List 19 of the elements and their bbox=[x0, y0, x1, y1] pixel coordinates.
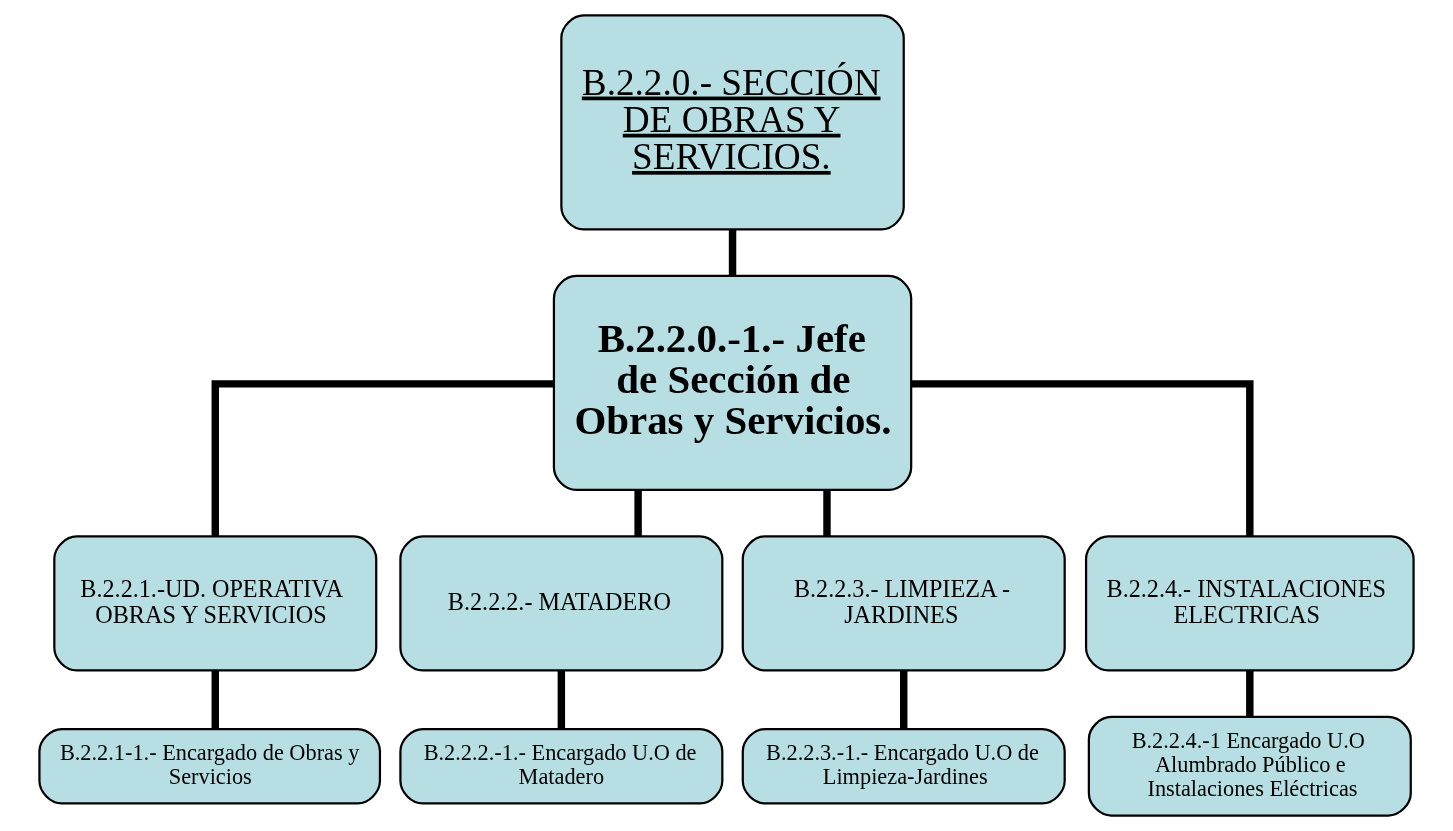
connector bbox=[823, 489, 831, 537]
connector bbox=[634, 489, 642, 537]
node-box: B.2.2.0.-1.- Jefe de Sección de Obras y Servicios. bbox=[552, 274, 913, 492]
connector bbox=[1246, 670, 1254, 717]
node-box: B.2.2.0.- SECCIÓN DE OBRAS Y SERVICIOS. bbox=[560, 14, 905, 231]
node-box: B.2.2.2.-1.- Encargado U.O de Matadero bbox=[399, 727, 724, 805]
connector bbox=[900, 670, 908, 729]
connector bbox=[911, 380, 1254, 537]
node-box: B.2.2.4.-1 Encargado U.O Alumbrado Público e Instalaciones Eléctricas bbox=[1087, 715, 1412, 817]
connector bbox=[211, 380, 554, 537]
connector bbox=[728, 229, 737, 276]
node-box: B.2.2.1.-UD. OPERATIVA OBRAS Y SERVICIOS bbox=[53, 535, 378, 672]
node-box: B.2.2.1-1.- Encargado de Obras y Servicios bbox=[38, 727, 382, 805]
connector bbox=[557, 670, 566, 729]
node-box: B.2.2.2.- MATADERO bbox=[399, 535, 724, 672]
node-box: B.2.2.3.- LIMPIEZA - JARDINES bbox=[741, 535, 1066, 672]
node-box: B.2.2.4.- INSTALACIONES ELECTRICAS bbox=[1084, 535, 1415, 672]
node-box: B.2.2.3.-1.- Encargado U.O de Limpieza-Jardines bbox=[741, 727, 1066, 805]
connector bbox=[211, 670, 219, 729]
